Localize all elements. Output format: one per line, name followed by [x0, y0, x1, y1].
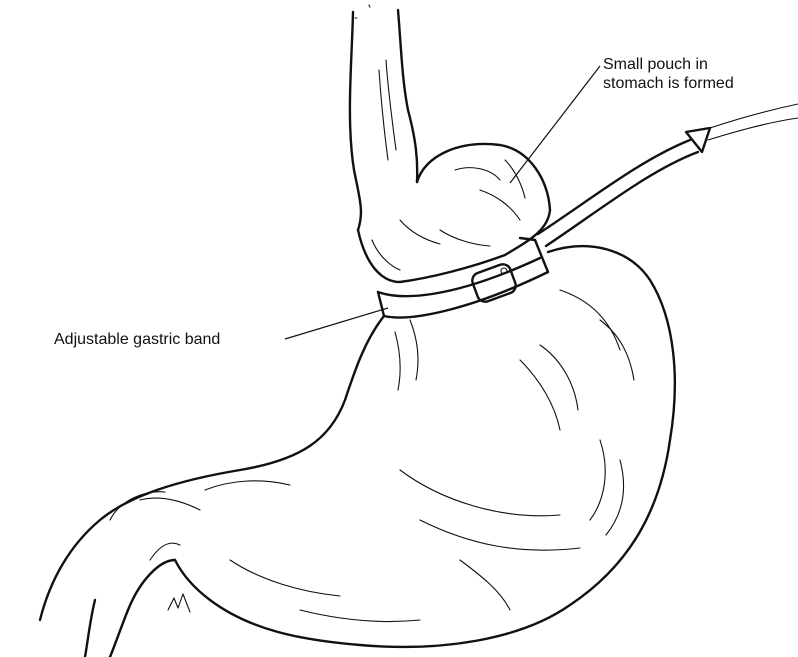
pouch-label: Small pouch in stomach is formed: [603, 55, 734, 93]
small-pouch: [358, 144, 550, 282]
stomach: [40, 246, 675, 657]
gastric-band: [378, 238, 548, 317]
pouch-label-line-1: Small pouch in: [603, 55, 734, 74]
band-label: Adjustable gastric band: [54, 330, 220, 349]
esophagus: [350, 5, 417, 230]
pouch-label-line-2: stomach is formed: [603, 74, 734, 93]
adjustment-tube: [538, 104, 798, 246]
pouch-leader-line: [510, 66, 600, 183]
